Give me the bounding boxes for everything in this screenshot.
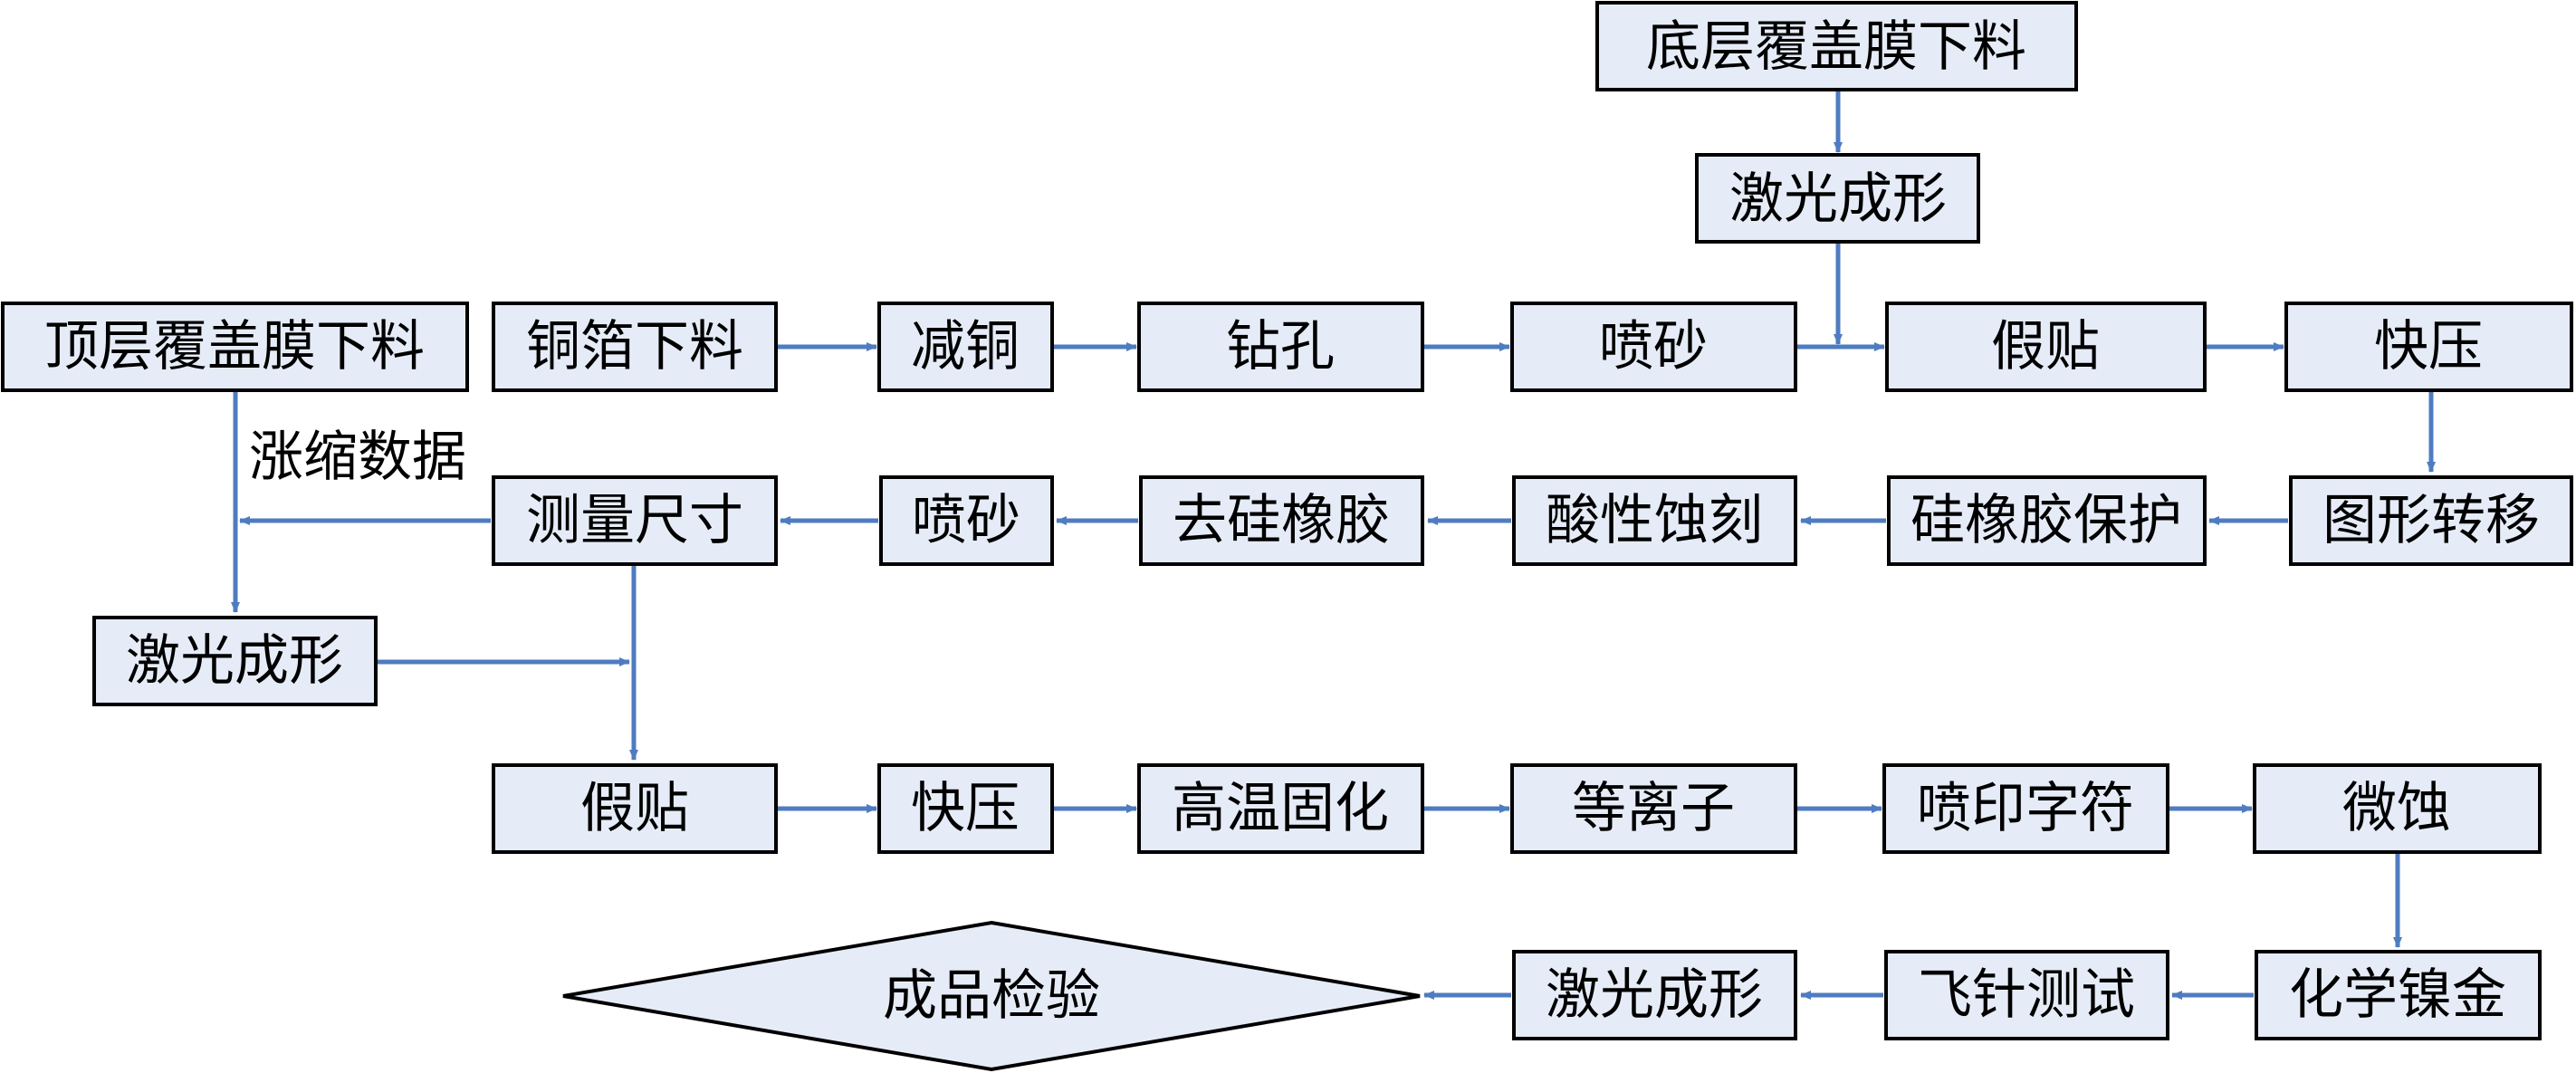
node-laser-form-top: 激光成形: [1695, 153, 1980, 244]
node-copper-reduce: 减铜: [877, 302, 1054, 392]
node-label: 去硅橡胶: [1173, 489, 1390, 552]
node-label: 等离子: [1572, 777, 1735, 840]
node-plasma: 等离子: [1510, 763, 1797, 854]
node-fast-press-1: 快压: [2284, 302, 2573, 392]
node-label: 喷砂: [912, 489, 1020, 552]
node-micro-etch: 微蚀: [2253, 763, 2542, 854]
node-label: 化学镍金: [2289, 963, 2506, 1027]
node-high-temp-cure: 高温固化: [1137, 763, 1424, 854]
node-drilling: 钻孔: [1137, 302, 1424, 392]
node-silicone-protect: 硅橡胶保护: [1887, 475, 2207, 566]
node-label: 底层覆盖膜下料: [1646, 15, 2026, 79]
node-pattern-transfer: 图形转移: [2289, 475, 2573, 566]
node-final-inspection: 成品检验: [562, 920, 1421, 1072]
node-label: 快压: [2374, 315, 2483, 378]
node-label: 硅橡胶保护: [1910, 489, 2182, 552]
node-label: 激光成形: [1729, 168, 1947, 231]
node-label: 假贴: [580, 777, 689, 840]
node-label: 减铜: [911, 315, 1020, 378]
node-remove-silicone: 去硅橡胶: [1139, 475, 1424, 566]
node-pre-lamination-1: 假贴: [1885, 302, 2207, 392]
node-label: 成品检验: [883, 964, 1100, 1028]
node-label: 激光成形: [126, 629, 343, 693]
node-label: 酸性蚀刻: [1546, 489, 1763, 552]
node-label: 铜箔下料: [526, 315, 743, 378]
node-label: 激光成形: [1546, 963, 1763, 1027]
node-label: 喷印字符: [1917, 777, 2134, 840]
node-acid-etch: 酸性蚀刻: [1512, 475, 1797, 566]
node-label: 顶层覆盖膜下料: [44, 315, 425, 378]
edge-label-shrinkage-data: 涨缩数据: [249, 426, 466, 489]
node-inkjet-legend: 喷印字符: [1882, 763, 2169, 854]
node-label: 飞针测试: [1918, 963, 2135, 1027]
node-label: 假贴: [1991, 315, 2100, 378]
node-label: 喷砂: [1599, 315, 1708, 378]
node-laser-form-final: 激光成形: [1512, 950, 1797, 1040]
edges: [231, 91, 2436, 1000]
node-label: 测量尺寸: [526, 489, 743, 552]
node-label: 快压: [911, 777, 1020, 840]
node-copper-foil-cut: 铜箔下料: [492, 302, 778, 392]
node-enig: 化学镍金: [2255, 950, 2542, 1040]
node-sandblast-2: 喷砂: [879, 475, 1054, 566]
node-sandblast-1: 喷砂: [1510, 302, 1797, 392]
node-laser-form-left: 激光成形: [92, 616, 378, 706]
node-fast-press-2: 快压: [877, 763, 1054, 854]
node-label: 钻孔: [1226, 315, 1335, 378]
node-bottom-coverlay-cut: 底层覆盖膜下料: [1595, 1, 2078, 91]
node-label: 图形转移: [2322, 489, 2540, 552]
node-top-coverlay-cut: 顶层覆盖膜下料: [1, 302, 469, 392]
node-label: 微蚀: [2342, 777, 2451, 840]
node-measure-size: 测量尺寸: [492, 475, 778, 566]
node-pre-lamination-2: 假贴: [492, 763, 778, 854]
node-label: 高温固化: [1172, 777, 1389, 840]
node-flying-probe: 飞针测试: [1884, 950, 2169, 1040]
